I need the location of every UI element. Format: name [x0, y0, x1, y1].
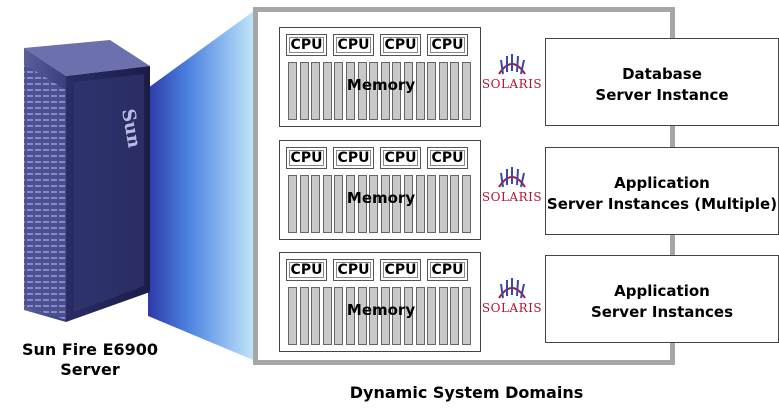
- dynamic-system-domains-label: Dynamic System Domains: [349, 383, 584, 402]
- memory-label: Memory: [346, 301, 416, 319]
- server-instance-box-3: Application Server Instances: [545, 255, 779, 343]
- server-caption: Sun Fire E6900 Server: [0, 340, 180, 380]
- memory-slot: [334, 175, 344, 233]
- memory-slot: [415, 175, 425, 233]
- memory-slot: [392, 175, 402, 233]
- memory-slot: [450, 287, 460, 345]
- memory-slot: [380, 175, 390, 233]
- memory-slots: [288, 175, 474, 233]
- cpu-chip: CPU: [427, 259, 468, 281]
- cpu-chip: CPU: [427, 147, 468, 169]
- memory-slot: [334, 62, 344, 120]
- memory-slot: [392, 287, 402, 345]
- memory-slot: [334, 287, 344, 345]
- server-tower-icon: Sun: [24, 40, 150, 322]
- solaris-logo-icon: SOLARIS: [479, 165, 545, 209]
- server-type: Server: [60, 360, 120, 379]
- memory-slot: [438, 62, 448, 120]
- server-instance-box-2: Application Server Instances (Multiple): [545, 147, 779, 235]
- domain-board-2: CPU CPU CPU CPU Memory: [279, 140, 481, 240]
- cpu-chip: CPU: [333, 34, 374, 56]
- instance-line-1: Application: [614, 282, 710, 300]
- instance-line-2: Server Instance: [595, 86, 729, 104]
- memory-slot: [462, 62, 471, 120]
- cpu-chip: CPU: [333, 259, 374, 281]
- memory-slot: [392, 62, 402, 120]
- cpu-chip: CPU: [380, 147, 421, 169]
- memory-slot: [415, 287, 425, 345]
- memory-slot: [299, 62, 309, 120]
- domain-board-3: CPU CPU CPU CPU Memory: [279, 252, 481, 352]
- memory-slots: [288, 62, 474, 120]
- solaris-wordmark: SOLARIS: [481, 301, 543, 315]
- memory-slot: [299, 175, 309, 233]
- memory-slot: [346, 62, 355, 120]
- memory-slot: [427, 287, 437, 345]
- instance-line-2: Server Instances (Multiple): [546, 195, 778, 213]
- instance-line-1: Application: [614, 174, 710, 192]
- memory-slot: [462, 175, 471, 233]
- solaris-logo-icon: SOLARIS: [479, 52, 545, 96]
- cpu-chip: CPU: [286, 147, 327, 169]
- memory-slot: [288, 62, 297, 120]
- cpu-chip: CPU: [286, 259, 327, 281]
- cpu-chip: CPU: [380, 259, 421, 281]
- memory-slot: [427, 175, 437, 233]
- domain-board-1: CPU CPU CPU CPU Memory: [279, 27, 481, 127]
- solaris-wordmark: SOLARIS: [481, 190, 543, 204]
- server-instance-box-1: Database Server Instance: [545, 38, 779, 126]
- memory-slot: [357, 62, 367, 120]
- memory-slot: [427, 62, 437, 120]
- memory-slot: [438, 287, 448, 345]
- instance-line-2: Server Instances: [590, 303, 734, 321]
- memory-slot: [322, 175, 332, 233]
- memory-slot: [404, 287, 413, 345]
- memory-slot: [404, 62, 413, 120]
- memory-slot: [438, 175, 448, 233]
- memory-slot: [357, 175, 367, 233]
- memory-slot: [322, 287, 332, 345]
- memory-slot: [369, 175, 379, 233]
- server-name: Sun Fire E6900: [21, 340, 159, 359]
- memory-label: Memory: [346, 76, 416, 94]
- solaris-logo-icon: SOLARIS: [479, 276, 545, 320]
- memory-slot: [450, 175, 460, 233]
- memory-slot: [299, 287, 309, 345]
- cpu-chip: CPU: [427, 34, 468, 56]
- memory-slot: [311, 287, 321, 345]
- memory-slot: [288, 287, 297, 345]
- memory-slot: [369, 62, 379, 120]
- memory-slot: [450, 62, 460, 120]
- memory-slot: [288, 175, 297, 233]
- memory-slot: [462, 287, 471, 345]
- cpu-chip: CPU: [380, 34, 421, 56]
- memory-slot: [322, 62, 332, 120]
- cpu-chip: CPU: [286, 34, 327, 56]
- memory-slot: [415, 62, 425, 120]
- memory-slot: [311, 62, 321, 120]
- solaris-wordmark: SOLARIS: [481, 77, 543, 91]
- memory-slot: [346, 175, 355, 233]
- memory-slot: [311, 175, 321, 233]
- instance-line-1: Database: [622, 65, 702, 83]
- memory-label: Memory: [346, 189, 416, 207]
- memory-slot: [357, 287, 367, 345]
- memory-slot: [404, 175, 413, 233]
- cpu-chip: CPU: [333, 147, 374, 169]
- memory-slot: [346, 287, 355, 345]
- memory-slot: [380, 62, 390, 120]
- memory-slot: [369, 287, 379, 345]
- memory-slots: [288, 287, 474, 345]
- memory-slot: [380, 287, 390, 345]
